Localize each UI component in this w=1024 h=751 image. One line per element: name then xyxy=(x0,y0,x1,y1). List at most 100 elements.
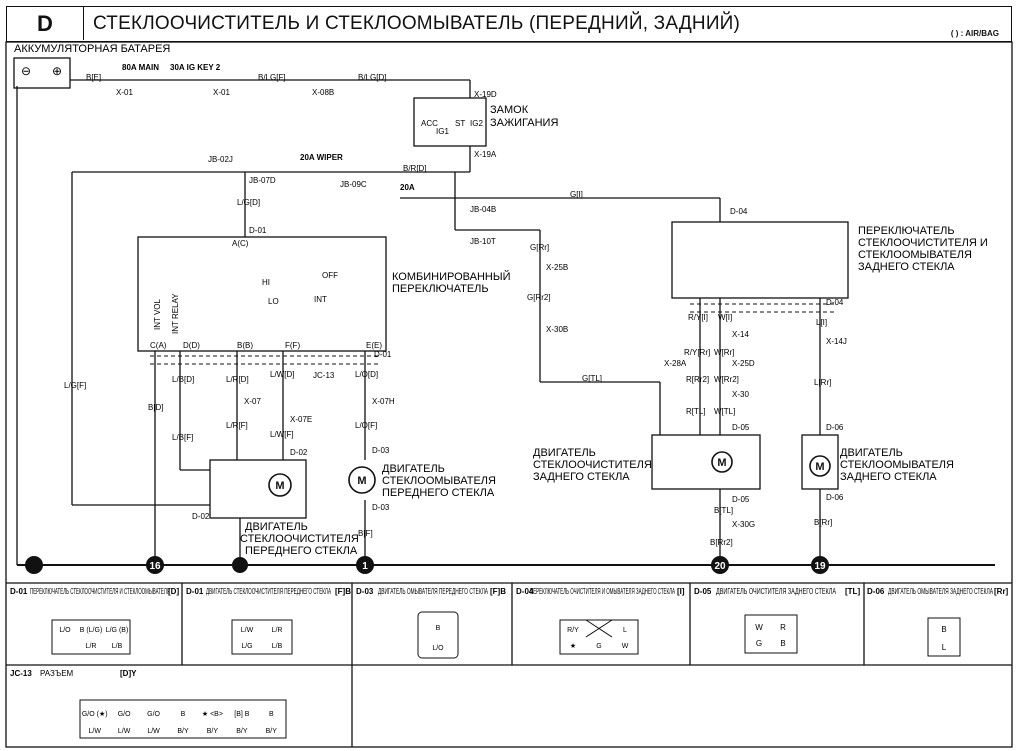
svg-text:ПЕРЕКЛЮЧАТЕЛЬ СТЕКЛООЧИСТИТЕЛЯ: ПЕРЕКЛЮЧАТЕЛЬ СТЕКЛООЧИСТИТЕЛЯ И СТЕКЛОО… xyxy=(30,587,170,596)
wire-rrr2: R[Rr2] xyxy=(686,375,709,384)
rear-switch-label-3: СТЕКЛООМЫВАТЕЛЯ xyxy=(858,249,972,261)
jc13-pin-bottom-1: L/W xyxy=(118,728,131,735)
rear-washer-label-1: ДВИГАТЕЛЬ xyxy=(840,447,903,459)
svg-text:R/Y: R/Y xyxy=(567,627,579,634)
svg-text:★: ★ xyxy=(570,642,576,650)
wire-lrd: L/R[D] xyxy=(226,375,249,384)
svg-text:ПЕРЕКЛЮЧАТЕЛЬ ОЧИСТИТЕЛЯ И ОМЫ: ПЕРЕКЛЮЧАТЕЛЬ ОЧИСТИТЕЛЯ И ОМЫВАТЕЛЯ ЗАД… xyxy=(530,587,675,596)
wire-wrr2: W[Rr2] xyxy=(714,375,739,384)
wire-blgf: B/LG[F] xyxy=(258,73,286,82)
svg-text:B (L/G): B (L/G) xyxy=(80,627,103,634)
rear-washer-label-2: СТЕКЛООМЫВАТЕЛЯ xyxy=(840,459,954,471)
svg-text:[I]: [I] xyxy=(677,587,685,596)
wire-lbd: L/B[D] xyxy=(172,375,194,384)
front-wiper-label-2: СТЕКЛООЧИСТИТЕЛЯ xyxy=(240,533,359,545)
wire-lbf: L/B[F] xyxy=(172,433,193,442)
ground-1-label: 1 xyxy=(362,561,368,572)
ground-16-label: 16 xyxy=(149,561,161,572)
ignition-switch-box xyxy=(413,97,487,147)
diagram-title: СТЕКЛООЧИСТИТЕЛЬ И СТЕКЛООМЫВАТЕЛЬ (ПЕРЕ… xyxy=(93,13,741,34)
wire-gi: G[I] xyxy=(570,190,583,199)
wire-grr2: G[Rr2] xyxy=(527,293,551,302)
wire-lof: L/O[F] xyxy=(355,421,377,430)
svg-text:[D]Y: [D]Y xyxy=(120,669,137,678)
conn-d06-bottom: D-06 xyxy=(826,493,844,502)
jc13-pin-top-3: B xyxy=(181,711,186,718)
rear-wiper-label-1: ДВИГАТЕЛЬ xyxy=(533,447,596,459)
rear-washer-label-3: ЗАДНЕГО СТЕКЛА xyxy=(840,471,937,483)
svg-text:B: B xyxy=(436,625,441,632)
svg-text:L: L xyxy=(623,627,627,634)
ign-ig2: IG2 xyxy=(470,119,483,128)
wire-gtl: G[TL] xyxy=(582,374,602,383)
conn-x08b: X-08B xyxy=(312,88,334,97)
conn-d06-top: D-06 xyxy=(826,423,844,432)
svg-text:РАЗЪЕМ: РАЗЪЕМ xyxy=(40,669,74,678)
svg-text:L/O: L/O xyxy=(432,645,444,652)
section-letter: D xyxy=(7,7,84,40)
conn-d03-top: D-03 xyxy=(372,446,390,455)
conn-jb10t: JB-10T xyxy=(470,237,496,246)
svg-text:M: M xyxy=(275,480,284,492)
rear-wiper-motor-icon xyxy=(711,451,733,473)
svg-text:ДВИГАТЕЛЬ ОЧИСТИТЕЛЯ ЗАДНЕГО С: ДВИГАТЕЛЬ ОЧИСТИТЕЛЯ ЗАДНЕГО СТЕКЛА xyxy=(716,587,836,596)
svg-text:W: W xyxy=(622,643,629,650)
svg-text:[F]B: [F]B xyxy=(335,587,351,596)
battery-plus-icon: ⊕ xyxy=(52,64,62,78)
airbag-note: ( ) : AIR/BAG xyxy=(950,29,999,38)
conn-jb02j: JB-02J xyxy=(208,155,233,164)
svg-text:B: B xyxy=(941,625,946,634)
jc13-pin-top-2: G/O xyxy=(147,711,160,718)
ign-ig1: IG1 xyxy=(436,127,449,136)
front-washer-label-1: ДВИГАТЕЛЬ xyxy=(382,463,445,475)
wire-btl: B[TL] xyxy=(714,506,733,515)
front-washer-label-2: СТЕКЛООМЫВАТЕЛЯ xyxy=(382,475,496,487)
switch-off: OFF xyxy=(322,271,338,280)
jc13-pin-top-1: G/O xyxy=(118,711,131,718)
jc13-pin-bottom-3: B/Y xyxy=(177,728,189,735)
conn-d05-top: D-05 xyxy=(732,423,750,432)
conn-d01-top: D-01 xyxy=(249,226,267,235)
wire-lrf: L/R[F] xyxy=(226,421,248,430)
conn-d04-top: D-04 xyxy=(730,207,748,216)
wire-lod: L/O[D] xyxy=(355,370,378,379)
pin-c: C(A) xyxy=(150,341,167,350)
svg-text:D-01: D-01 xyxy=(186,587,204,596)
svg-text:M: M xyxy=(717,457,726,469)
connector-panel-d04: D-04 ПЕРЕКЛЮЧАТЕЛЬ ОЧИСТИТЕЛЯ И ОМЫВАТЕЛ… xyxy=(516,587,685,655)
jc13-pin-top-5: [B] B xyxy=(234,711,250,718)
conn-x07e: X-07E xyxy=(290,415,312,424)
conn-x28a: X-28A xyxy=(664,359,687,368)
pin-f: F(F) xyxy=(285,341,300,350)
svg-text:D-03: D-03 xyxy=(356,587,374,596)
svg-text:L/G (B): L/G (B) xyxy=(106,627,129,634)
wire-lrr: L[Rr] xyxy=(814,378,831,387)
ign-st: ST xyxy=(455,119,465,128)
conn-jb04b: JB-04B xyxy=(470,205,496,214)
conn-x25b: X-25B xyxy=(546,263,568,272)
conn-jc13: JC-13 xyxy=(313,371,335,380)
svg-text:JC-13: JC-13 xyxy=(10,669,32,678)
svg-text:ДВИГАТЕЛЬ СТЕКЛООЧИСТИТЕЛЯ ПЕР: ДВИГАТЕЛЬ СТЕКЛООЧИСТИТЕЛЯ ПЕРЕДНЕГО СТЕ… xyxy=(206,587,331,596)
ground-node-front-motor xyxy=(232,557,248,573)
ground-19-label: 19 xyxy=(814,561,826,572)
combo-label-2: ПЕРЕКЛЮЧАТЕЛЬ xyxy=(392,283,489,295)
connector-panel-d01-motor: D-01 ДВИГАТЕЛЬ СТЕКЛООЧИСТИТЕЛЯ ПЕРЕДНЕГ… xyxy=(186,587,351,655)
rear-wiper-label-2: СТЕКЛООЧИСТИТЕЛЯ xyxy=(533,459,652,471)
ground-node-1 xyxy=(356,556,374,574)
ground-node-battery xyxy=(25,556,43,574)
jc13-pin-bottom-5: B/Y xyxy=(236,728,248,735)
ground-20-label: 20 xyxy=(714,561,726,572)
ground-node-16 xyxy=(146,556,164,574)
rear-wiper-label-3: ЗАДНЕГО СТЕКЛА xyxy=(533,471,630,483)
svg-text:L/B: L/B xyxy=(272,643,283,650)
svg-text:R: R xyxy=(780,623,786,632)
conn-x30b: X-30B xyxy=(546,325,568,334)
connector-panel-d05: D-05 ДВИГАТЕЛЬ ОЧИСТИТЕЛЯ ЗАДНЕГО СТЕКЛА… xyxy=(694,587,860,654)
svg-text:M: M xyxy=(815,461,824,473)
wire-li: L[I] xyxy=(816,318,827,327)
svg-text:L/G: L/G xyxy=(241,643,252,650)
svg-text:L/R: L/R xyxy=(272,627,283,634)
